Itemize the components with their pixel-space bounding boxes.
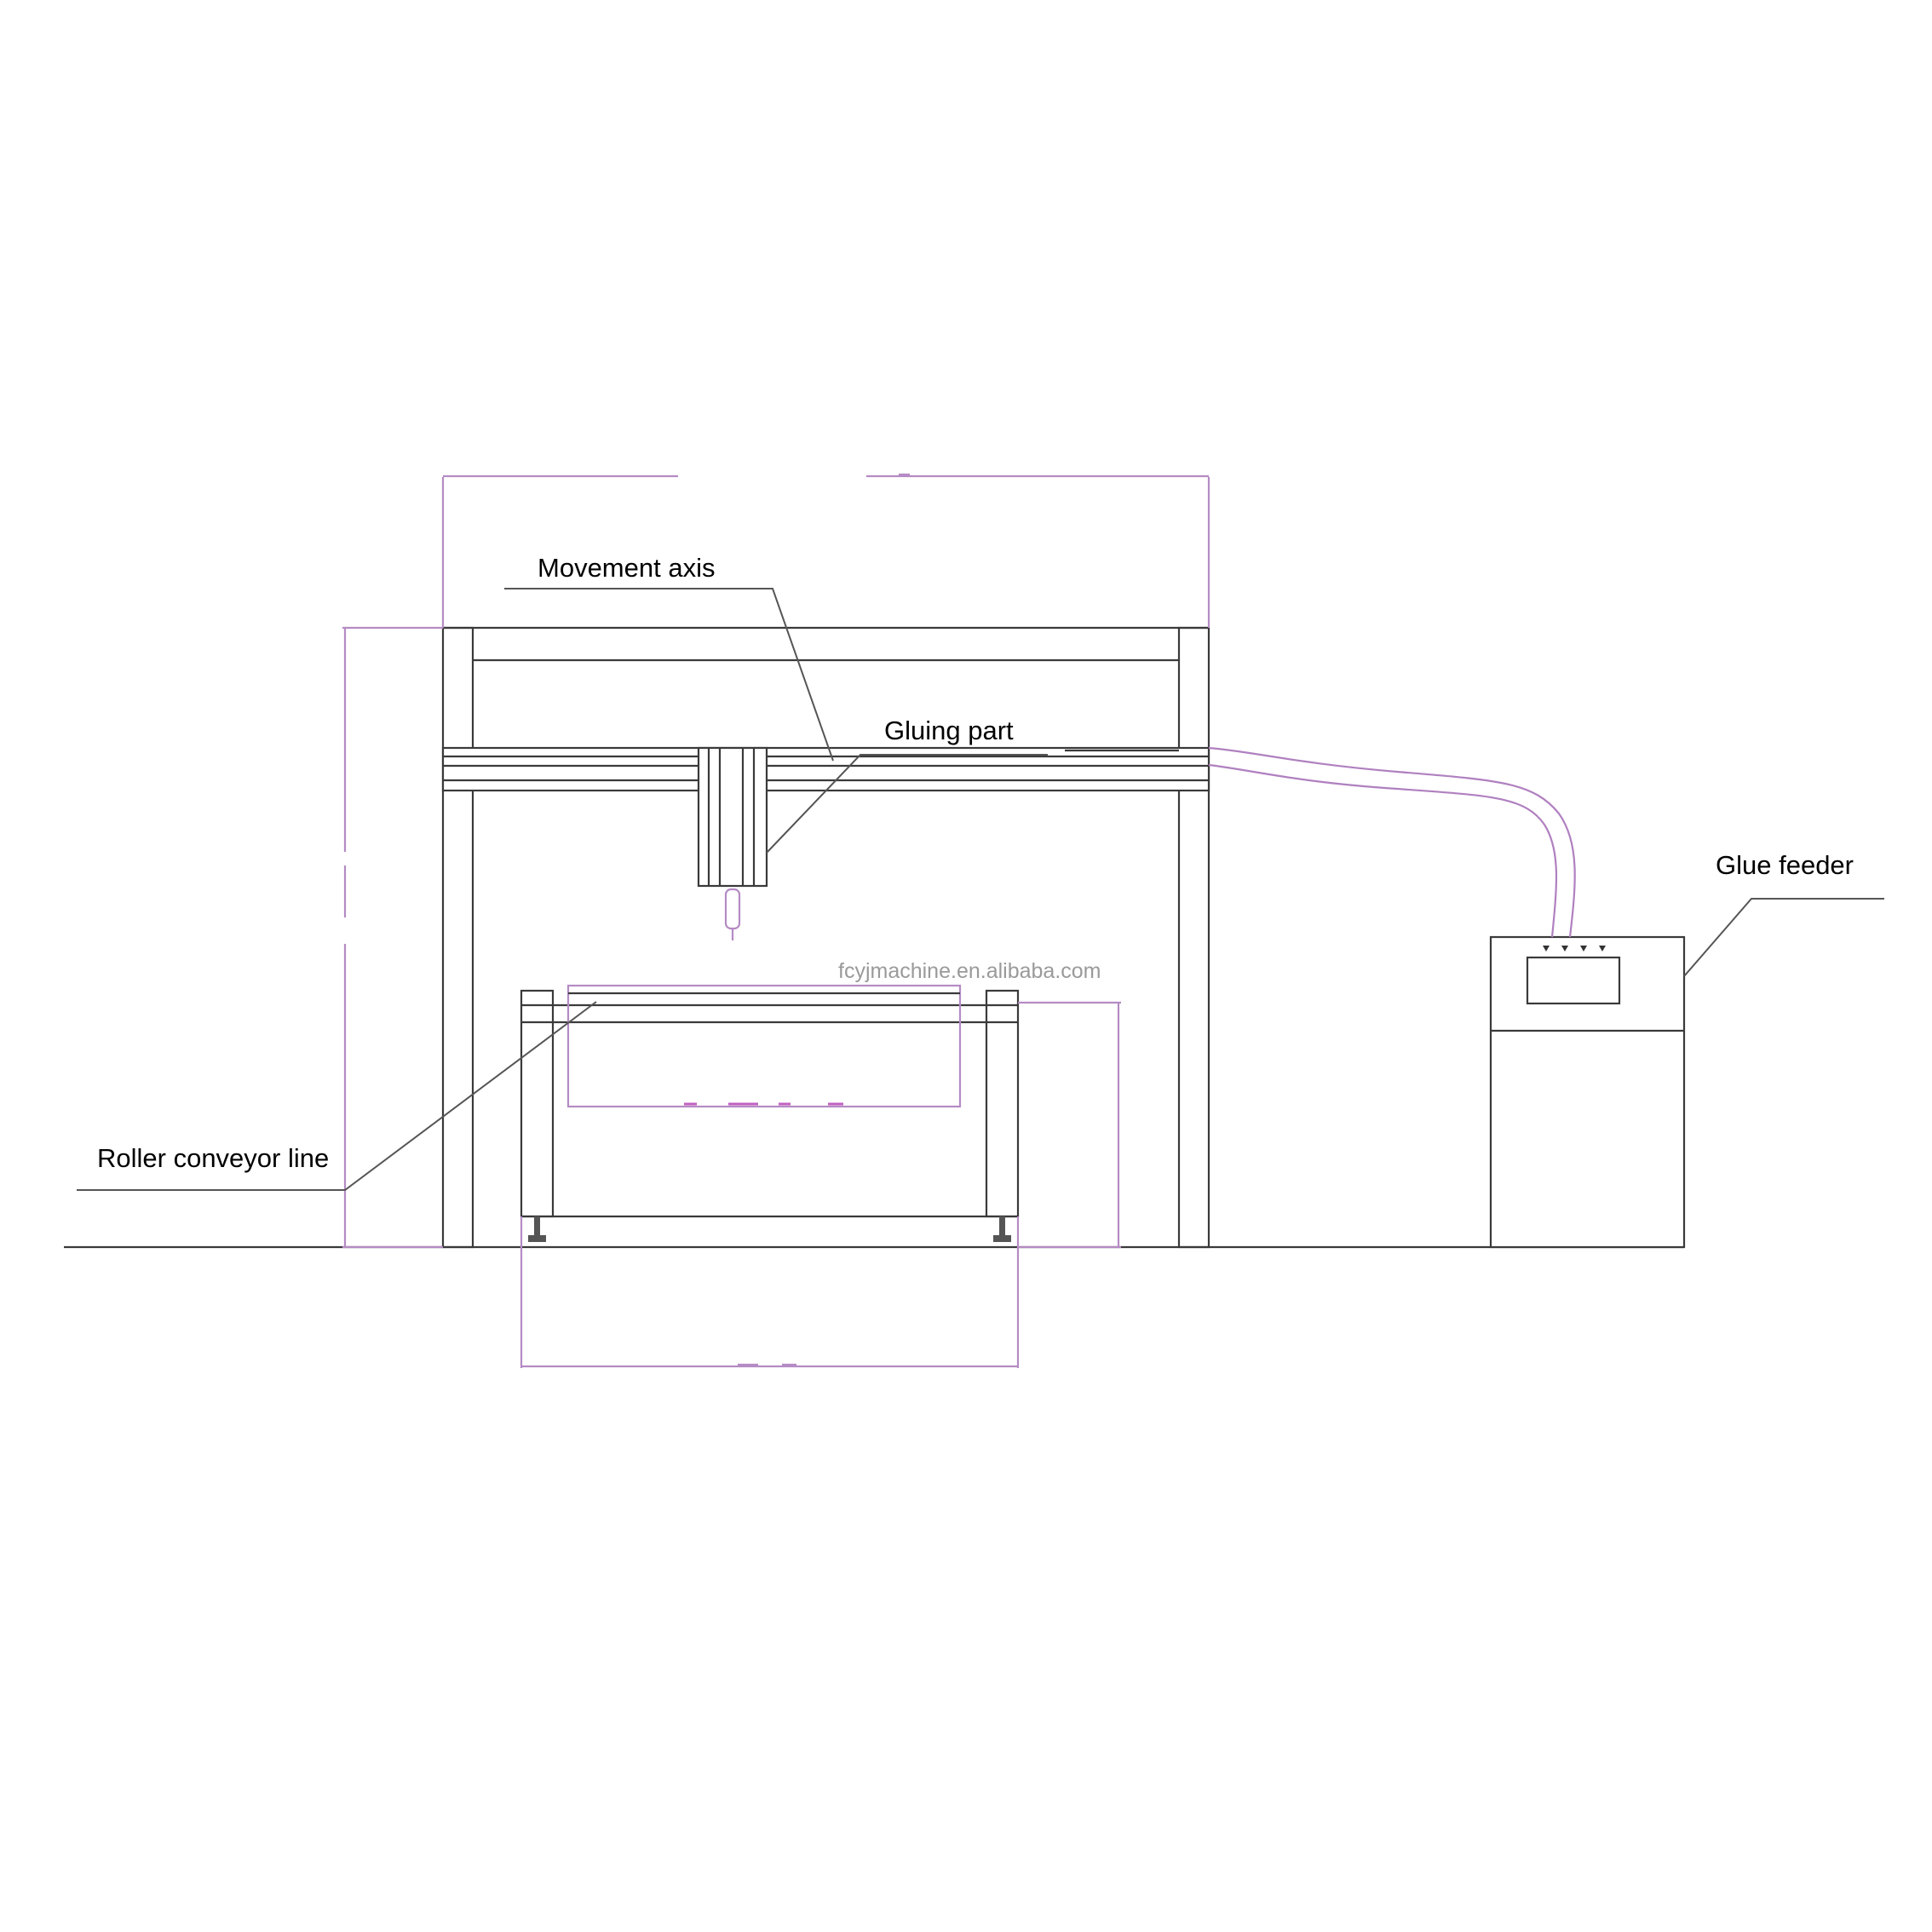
leader-movement-axis	[504, 588, 834, 762]
conveyor-left-foot-pad	[528, 1235, 546, 1242]
gluing-carriage	[697, 746, 768, 888]
movement-axis-beam	[441, 746, 1210, 792]
label-glue-feeder: Glue feeder	[1716, 850, 1854, 880]
conveyor-right-foot-pad	[993, 1235, 1011, 1242]
glue-nozzle	[724, 888, 741, 930]
gluing-head	[697, 746, 768, 940]
glue-hose-lower	[1208, 763, 1558, 938]
conveyor-right-foot-stem	[999, 1216, 1005, 1235]
label-movement-axis: Movement axis	[538, 553, 715, 583]
gantry-right-post	[1177, 626, 1210, 1249]
conveyor-right-foot	[993, 1216, 1011, 1242]
glue-hose-upper	[1208, 746, 1576, 938]
gantry-left-post	[441, 626, 474, 1249]
glue-feeder-indicators	[1543, 946, 1606, 952]
glue-hose	[1208, 746, 1576, 938]
conveyor-right-post	[985, 989, 1020, 1218]
gantry-frame	[441, 626, 1210, 1249]
label-roller-conveyor-line: Roller conveyor line	[97, 1143, 329, 1173]
label-gluing-part: Gluing part	[884, 716, 1014, 745]
dimension-lines	[342, 473, 1210, 1368]
indicator-3	[1580, 946, 1587, 952]
indicator-2	[1561, 946, 1568, 952]
conveyor-left-post	[520, 989, 555, 1218]
leader-roller-conveyor	[77, 1001, 597, 1191]
leader-gluing-part	[766, 754, 1048, 854]
leader-lines	[77, 588, 1884, 1191]
conveyor-workpiece	[566, 984, 962, 1108]
conveyor-left-foot-stem	[534, 1216, 540, 1235]
leader-glue-feeder	[1683, 898, 1884, 977]
glue-feeder-display	[1526, 956, 1621, 1005]
glue-feeder-cabinet	[1489, 935, 1686, 1249]
roller-conveyor	[520, 984, 1020, 1242]
indicator-1	[1543, 946, 1550, 952]
watermark-text: fcyjmachine.en.alibaba.com	[838, 959, 1101, 983]
conveyor-left-foot	[528, 1216, 546, 1242]
indicator-4	[1599, 946, 1606, 952]
